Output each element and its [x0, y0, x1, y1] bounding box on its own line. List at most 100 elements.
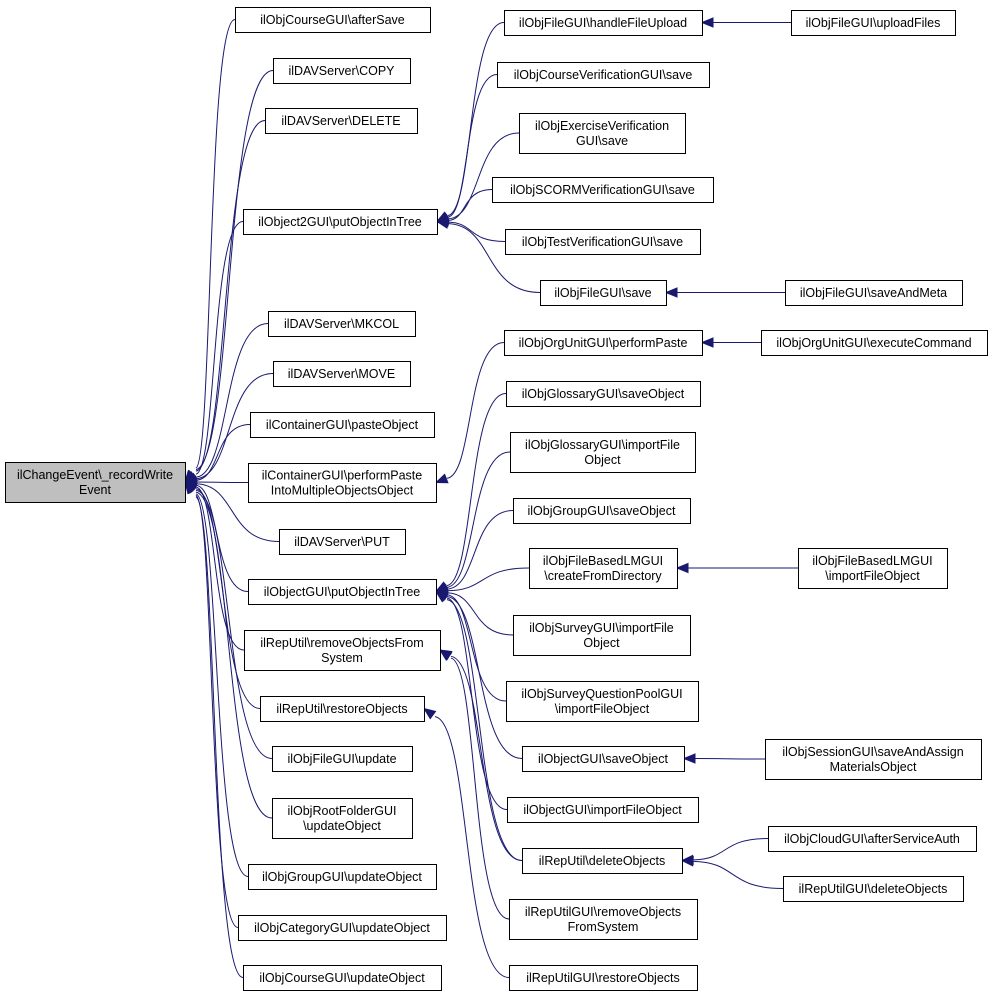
node-m16[interactable]: ilRepUtil\deleteObjects — [522, 848, 683, 874]
call-edge-m12-to-c10 — [446, 592, 514, 636]
node-r7[interactable]: ilRepUtilGUI\deleteObjects — [783, 876, 964, 902]
node-box — [765, 739, 982, 780]
node-label: ilObjSurveyQuestionPoolGUI — [521, 687, 682, 701]
node-label: Event — [79, 483, 111, 497]
node-c14[interactable]: ilObjRootFolderGUI\updateObject — [272, 798, 413, 839]
node-label: ilObjSCORMVerificationGUI\save — [510, 183, 695, 197]
arrowhead-r5-to-m14 — [682, 753, 696, 764]
node-m2[interactable]: ilObjCourseVerificationGUI\save — [497, 62, 710, 88]
node-label: MaterialsObject — [830, 760, 917, 774]
node-m12[interactable]: ilObjSurveyGUI\importFileObject — [513, 615, 691, 656]
node-m13[interactable]: ilObjSurveyQuestionPoolGUI\importFileObj… — [506, 681, 699, 722]
node-c13[interactable]: ilObjFileGUI\update — [272, 746, 413, 772]
node-label: ilObjGroupGUI\updateObject — [262, 870, 422, 884]
node-c17[interactable]: ilObjCourseGUI\updateObject — [243, 965, 442, 991]
node-m9[interactable]: ilObjGlossaryGUI\importFileObject — [510, 432, 696, 473]
node-m11[interactable]: ilObjFileBasedLMGUI\createFromDirectory — [529, 548, 678, 589]
node-label: ilDAVServer\MKCOL — [284, 317, 399, 331]
node-m10[interactable]: ilObjGroupGUI\saveObject — [513, 498, 691, 524]
node-c6[interactable]: ilDAVServer\MOVE — [273, 361, 411, 387]
node-label: \updateObject — [303, 819, 381, 833]
node-c12[interactable]: ilRepUtil\restoreObjects — [260, 696, 425, 722]
node-box — [785, 280, 963, 306]
node-m6[interactable]: ilObjFileGUI\save — [540, 280, 667, 306]
node-label: \createFromDirectory — [544, 569, 662, 583]
node-r1[interactable]: ilObjFileGUI\uploadFiles — [791, 10, 956, 36]
node-box — [243, 965, 442, 991]
call-edge-c3-to-root — [195, 120, 266, 472]
node-c5[interactable]: ilDAVServer\MKCOL — [268, 311, 416, 337]
edges-layer — [183, 17, 798, 978]
node-label: ilDAVServer\PUT — [294, 535, 390, 549]
node-c1[interactable]: ilObjCourseGUI\afterSave — [235, 7, 431, 33]
node-box — [243, 209, 438, 235]
node-label: ilContainerGUI\performPaste — [262, 469, 423, 483]
call-edge-c4-to-root — [195, 221, 244, 475]
node-label: ilObjSurveyGUI\importFile — [529, 621, 674, 635]
node-label: ilObject2GUI\putObjectInTree — [258, 215, 422, 229]
node-box — [510, 432, 696, 473]
node-label: ilObjCourseGUI\updateObject — [259, 971, 425, 985]
node-r5[interactable]: ilObjSessionGUI\saveAndAssignMaterialsOb… — [765, 739, 982, 780]
call-edge-c7-to-root — [195, 424, 251, 481]
node-label: ilRepUtil\restoreObjects — [276, 702, 407, 716]
call-edge-c13-to-root — [195, 489, 273, 759]
node-label: ilRepUtilGUI\deleteObjects — [799, 882, 948, 896]
node-label: ilObjSessionGUI\saveAndAssign — [782, 745, 963, 759]
node-label: ilObjOrgUnitGUI\performPaste — [519, 336, 688, 350]
call-edge-m14-to-c10 — [446, 596, 523, 759]
node-label: ilObjGlossaryGUI\importFile — [525, 438, 680, 452]
node-m15[interactable]: ilObjectGUI\importFileObject — [507, 797, 699, 823]
node-r4[interactable]: ilObjFileBasedLMGUI\importFileObject — [798, 548, 948, 589]
node-m5[interactable]: ilObjTestVerificationGUI\save — [505, 229, 701, 255]
node-r6[interactable]: ilObjCloudGUI\afterServiceAuth — [768, 826, 977, 852]
call-edge-m8-to-c10 — [446, 393, 507, 587]
node-label: Object — [583, 636, 620, 650]
node-box — [513, 498, 691, 524]
node-box — [798, 548, 948, 589]
call-edge-c15-to-root — [195, 493, 249, 877]
node-c16[interactable]: ilObjCategoryGUI\updateObject — [238, 915, 447, 941]
node-box — [248, 864, 437, 890]
node-label: ilObjRootFolderGUI — [287, 804, 396, 818]
call-edge-c14-to-root — [195, 491, 273, 819]
node-m4[interactable]: ilObjSCORMVerificationGUI\save — [492, 177, 714, 203]
call-edge-r6-to-m16 — [692, 838, 769, 861]
node-c3[interactable]: ilDAVServer\DELETE — [265, 108, 418, 134]
node-box — [272, 798, 413, 839]
node-c15[interactable]: ilObjGroupGUI\updateObject — [248, 864, 437, 890]
arrowhead-m17-to-c11 — [438, 649, 453, 662]
node-label: Object — [584, 453, 621, 467]
node-box — [250, 412, 435, 438]
node-r2[interactable]: ilObjFileGUI\saveAndMeta — [785, 280, 963, 306]
node-box — [244, 630, 441, 671]
node-m14[interactable]: ilObjectGUI\saveObject — [522, 746, 685, 772]
node-box — [529, 548, 678, 589]
node-c7[interactable]: ilContainerGUI\pasteObject — [250, 412, 435, 438]
arrowhead-r3-to-m7 — [700, 337, 714, 348]
call-edge-m5-to-c4 — [447, 221, 506, 242]
node-label: ilObjOrgUnitGUI\executeCommand — [776, 336, 971, 350]
arrowhead-m6-to-c4 — [435, 218, 450, 229]
node-c2[interactable]: ilDAVServer\COPY — [273, 58, 411, 84]
node-label: System — [321, 651, 363, 665]
node-c9[interactable]: ilDAVServer\PUT — [279, 529, 406, 555]
arrowhead-c17-to-root — [184, 480, 197, 495]
call-edge-m16-to-c11 — [450, 655, 523, 861]
call-edge-m18-to-c12 — [434, 716, 510, 978]
node-box — [540, 280, 667, 306]
node-c10[interactable]: ilObjectGUI\putObjectInTree — [248, 579, 437, 605]
node-m7[interactable]: ilObjOrgUnitGUI\performPaste — [504, 330, 703, 356]
node-m1[interactable]: ilObjFileGUI\handleFileUpload — [504, 10, 703, 36]
node-r3[interactable]: ilObjOrgUnitGUI\executeCommand — [761, 330, 988, 356]
node-c4[interactable]: ilObject2GUI\putObjectInTree — [243, 209, 438, 235]
node-m18[interactable]: ilRepUtilGUI\restoreObjects — [509, 965, 698, 991]
node-box — [509, 965, 698, 991]
node-m8[interactable]: ilObjGlossaryGUI\saveObject — [506, 381, 701, 407]
node-box — [279, 529, 406, 555]
node-c8[interactable]: ilContainerGUI\performPasteIntoMultipleO… — [248, 463, 437, 503]
